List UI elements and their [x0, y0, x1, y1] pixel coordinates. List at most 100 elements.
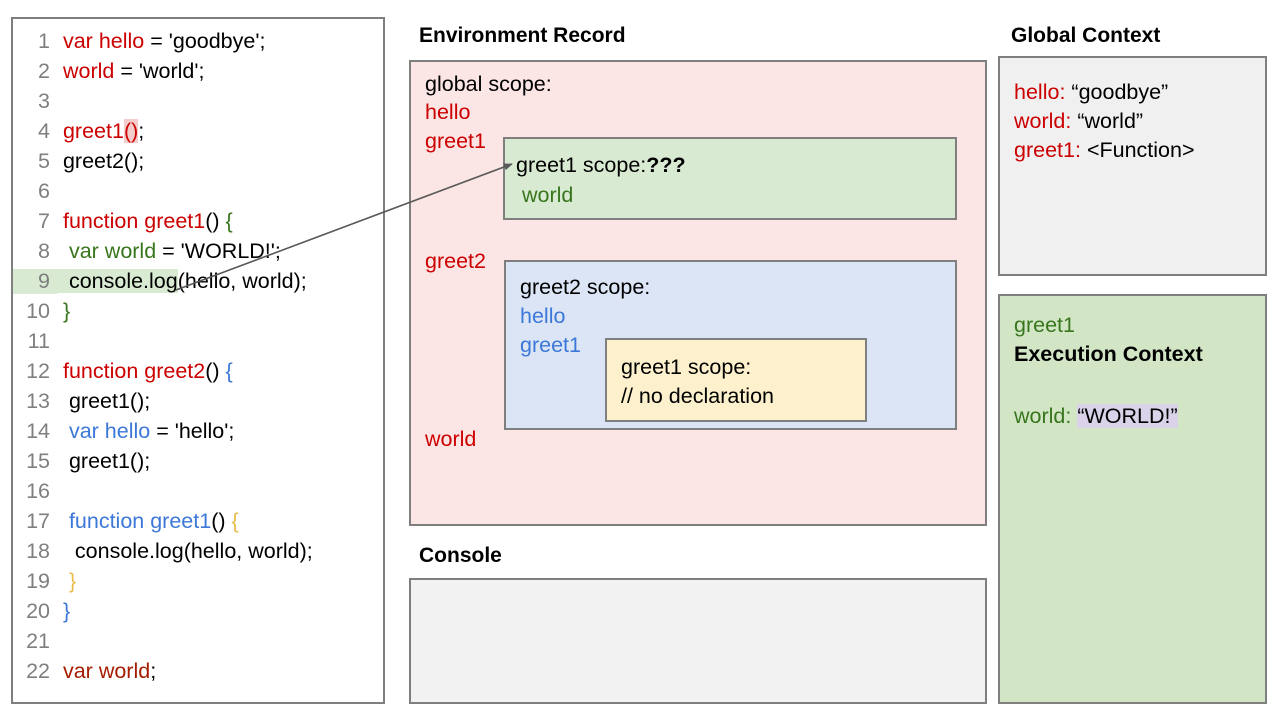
- line-number: 8: [38, 239, 50, 263]
- environment-record-panel: global scope: hello greet1 greet2 world …: [409, 60, 987, 526]
- code-line[interactable]: 15 greet1();: [13, 449, 383, 479]
- line-number: 7: [38, 209, 50, 233]
- code-token: var hello: [57, 29, 145, 53]
- code-token: (): [205, 359, 226, 383]
- global-binding-greet1: greet1: [425, 129, 486, 153]
- code-token: var hello: [57, 419, 151, 443]
- inner-greet1-scope-note: // no declaration: [621, 384, 774, 408]
- greet1-scope-title-text: greet1 scope:: [516, 153, 647, 177]
- line-number: 3: [38, 89, 50, 113]
- line-number: 15: [26, 449, 50, 473]
- global-binding-world: world: [425, 427, 477, 451]
- global-binding-hello: hello: [425, 100, 471, 124]
- code-line-text: console.log(hello, world);: [57, 539, 383, 564]
- code-line[interactable]: 13 greet1();: [13, 389, 383, 419]
- code-line[interactable]: 2 world = 'world';: [13, 59, 383, 89]
- code-editor-panel[interactable]: 1 var hello = 'goodbye';2 world = 'world…: [11, 17, 385, 704]
- code-token: greet1: [57, 119, 124, 143]
- code-token: world: [57, 59, 115, 83]
- console-panel[interactable]: [409, 578, 987, 704]
- code-line[interactable]: 11: [13, 329, 383, 359]
- code-line-text: var world;: [57, 659, 383, 684]
- greet2-scope-title: greet2 scope:: [520, 275, 651, 299]
- code-token: greet1();: [57, 389, 151, 413]
- code-token: }: [57, 299, 71, 323]
- code-line-text: function greet1() {: [57, 509, 383, 534]
- line-number: 9: [13, 269, 57, 294]
- code-line[interactable]: 9 console.log(hello, world);: [13, 269, 383, 299]
- line-number: 19: [26, 569, 50, 593]
- global-context-value: “world”: [1077, 109, 1144, 133]
- execution-context-heading: Execution Context: [1014, 342, 1203, 366]
- execution-context-colon: :: [1065, 404, 1072, 428]
- line-number: 22: [26, 659, 50, 683]
- code-token: ;: [150, 659, 157, 683]
- code-line[interactable]: 18 console.log(hello, world);: [13, 539, 383, 569]
- code-line[interactable]: 10 }: [13, 299, 383, 329]
- execution-context-entry: world: “WORLD!”: [1014, 404, 1178, 429]
- greet2-scope-var-hello: hello: [520, 304, 566, 328]
- code-token: function greet1: [57, 209, 206, 233]
- line-number: 6: [38, 179, 50, 203]
- line-number: 13: [26, 389, 50, 413]
- code-line-text: var world = 'WORLD!';: [57, 239, 383, 264]
- code-line-text: function greet1() {: [57, 209, 383, 234]
- code-line[interactable]: 22 var world;: [13, 659, 383, 689]
- line-number: 10: [26, 299, 50, 323]
- global-context-colon: :: [1074, 138, 1081, 162]
- greet2-scope-box: greet2 scope: hello greet1 greet1 scope:…: [504, 260, 957, 430]
- code-line[interactable]: 17 function greet1() {: [13, 509, 383, 539]
- code-line-text: world = 'world';: [57, 59, 383, 84]
- global-context-value: <Function>: [1086, 138, 1195, 162]
- line-number: 16: [26, 479, 50, 503]
- code-line[interactable]: 1 var hello = 'goodbye';: [13, 29, 383, 59]
- code-line[interactable]: 19 }: [13, 569, 383, 599]
- greet2-scope-var-greet1: greet1: [520, 333, 581, 357]
- code-line-text: var hello = 'hello';: [57, 419, 383, 444]
- code-token: {: [225, 359, 233, 383]
- code-token: = 'world';: [114, 59, 205, 83]
- code-token: var world: [57, 659, 151, 683]
- code-line[interactable]: 12 function greet2() {: [13, 359, 383, 389]
- global-context-entry: world: “world”: [1014, 109, 1143, 134]
- code-line-text: }: [57, 299, 383, 324]
- code-line[interactable]: 14 var hello = 'hello';: [13, 419, 383, 449]
- code-line[interactable]: 3: [13, 89, 383, 119]
- code-line[interactable]: 5 greet2();: [13, 149, 383, 179]
- code-line[interactable]: 6: [13, 179, 383, 209]
- code-token: function greet1: [57, 509, 212, 533]
- global-context-entry: greet1: <Function>: [1014, 138, 1195, 163]
- console-output: [411, 580, 985, 596]
- code-token: (): [123, 119, 139, 143]
- code-token: var world: [57, 239, 157, 263]
- line-number: 11: [27, 329, 50, 353]
- code-line[interactable]: 20 }: [13, 599, 383, 629]
- global-context-title: Global Context: [1011, 24, 1161, 47]
- code-line[interactable]: 21: [13, 629, 383, 659]
- greet1-scope-title: greet1 scope:???: [516, 153, 686, 178]
- code-line[interactable]: 8 var world = 'WORLD!';: [13, 239, 383, 269]
- code-line-text: var hello = 'goodbye';: [57, 29, 383, 54]
- global-context-key: hello: [1014, 80, 1060, 104]
- line-number: 4: [38, 119, 50, 143]
- code-token: ;: [138, 119, 145, 143]
- code-line-text: greet2();: [57, 149, 383, 174]
- global-scope-label: global scope:: [425, 72, 552, 96]
- code-line[interactable]: 4 greet1();: [13, 119, 383, 149]
- line-number: 21: [26, 629, 50, 653]
- line-number: 18: [26, 539, 50, 563]
- global-context-colon: :: [1065, 109, 1072, 133]
- code-token: function greet2: [57, 359, 206, 383]
- code-line-text: function greet2() {: [57, 359, 383, 384]
- global-context-panel: hello: “goodbye” world: “world” greet1: …: [998, 56, 1267, 276]
- code-line[interactable]: 16: [13, 479, 383, 509]
- code-token: = 'goodbye';: [144, 29, 266, 53]
- code-line[interactable]: 7 function greet1() {: [13, 209, 383, 239]
- environment-record-title: Environment Record: [419, 24, 626, 47]
- greet1-scope-box: greet1 scope:??? world: [503, 137, 957, 220]
- code-line-text: greet1();: [57, 119, 383, 144]
- line-number: 20: [26, 599, 50, 623]
- code-token: = 'WORLD!';: [156, 239, 281, 263]
- execution-context-function-name: greet1: [1014, 313, 1075, 337]
